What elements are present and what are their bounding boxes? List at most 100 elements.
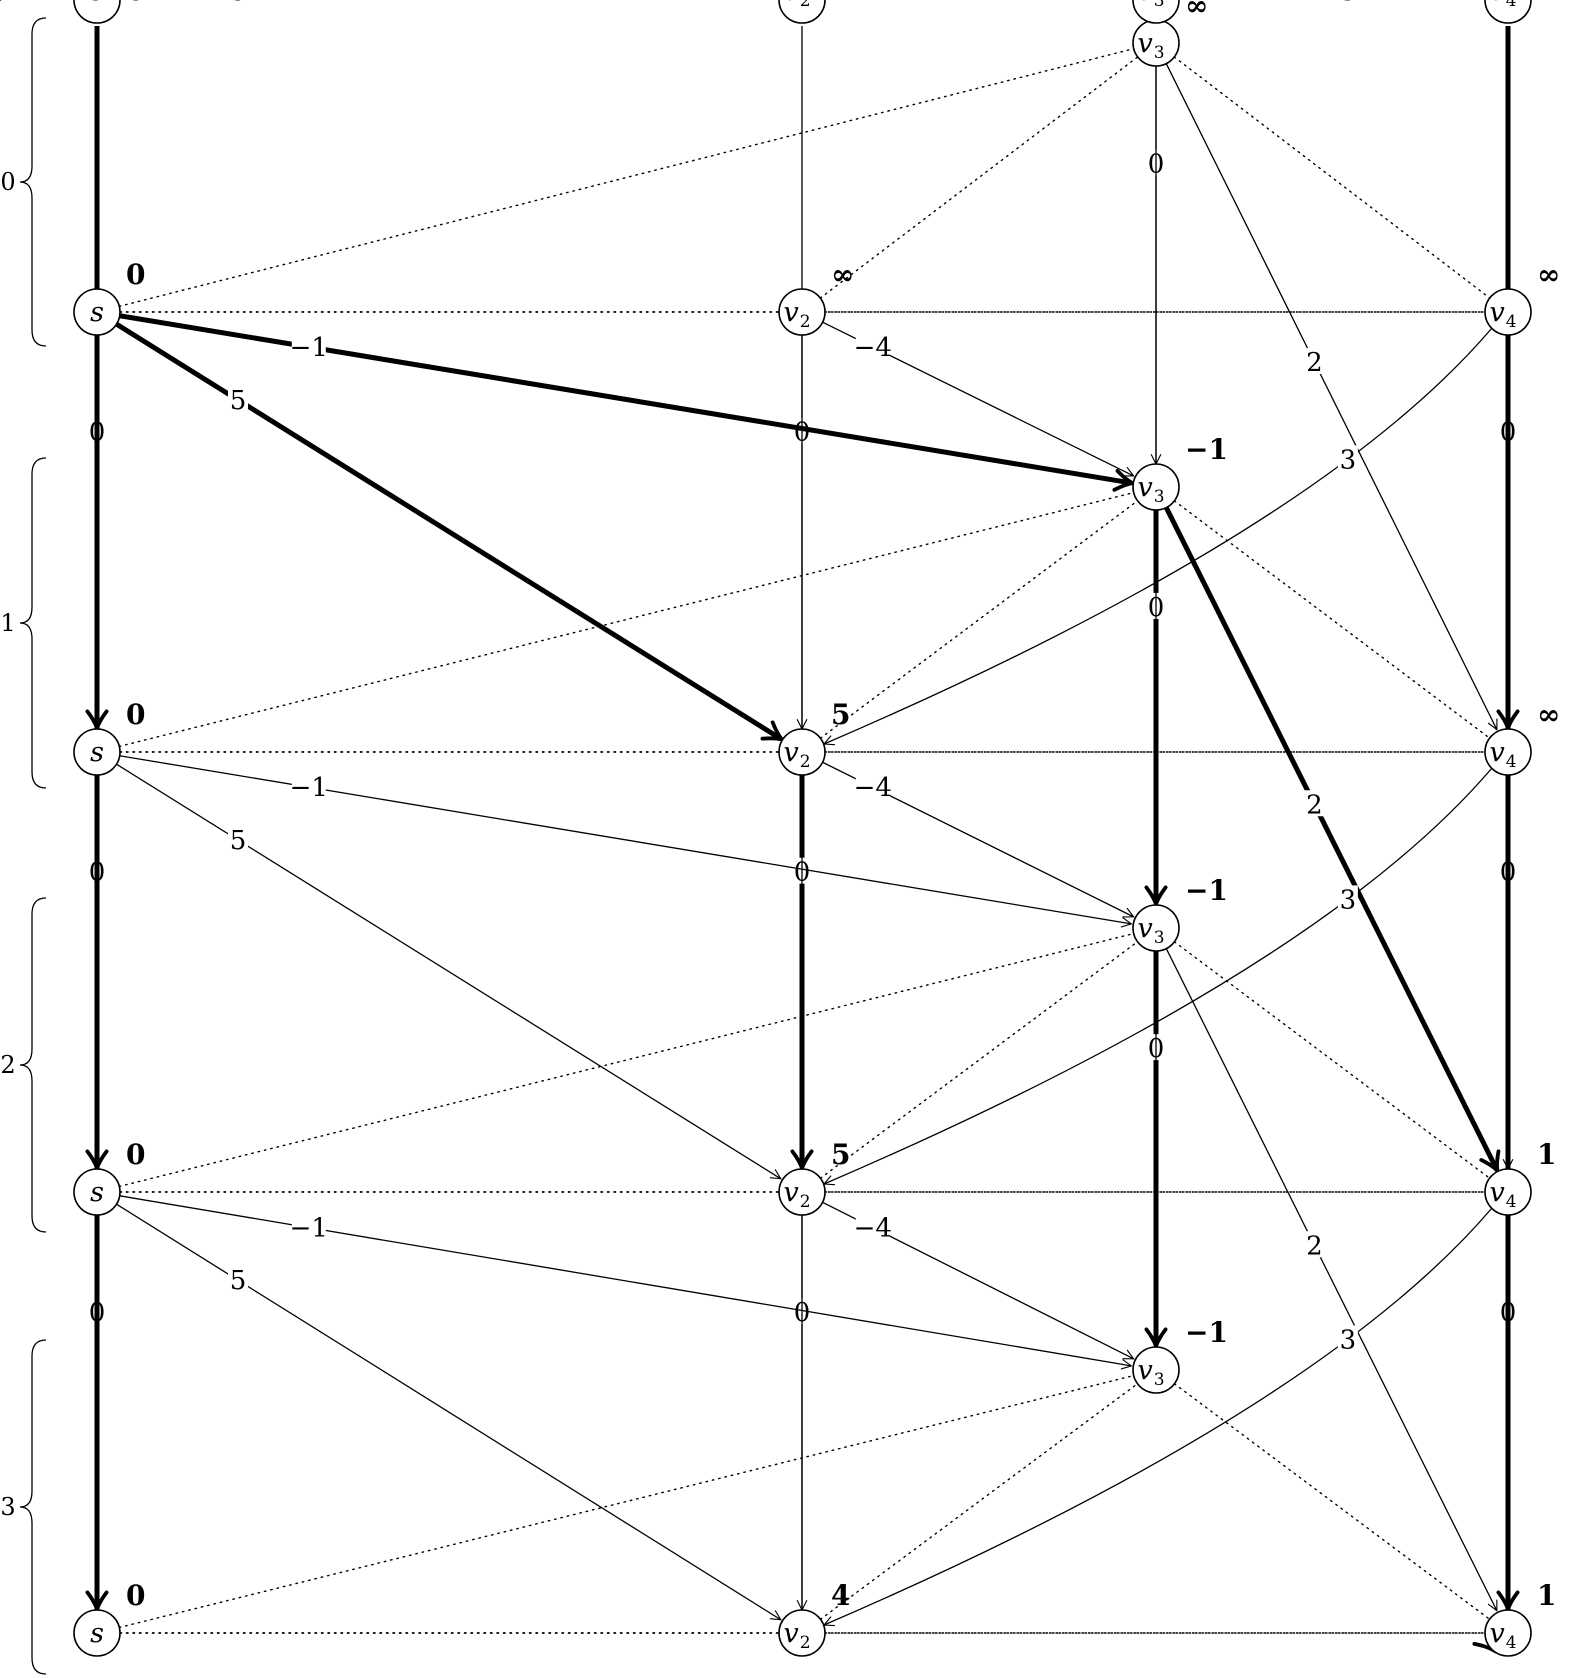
node-v3-level-4: v3: [1132, 0, 1180, 24]
dotted-edges: [0, 0, 1491, 1634]
node-v2-level-0: v2: [778, 288, 826, 336]
edge-weight-label: 5: [228, 826, 248, 856]
distance-label: 0: [126, 1579, 145, 1612]
node-v4-level-0: v4: [1484, 288, 1532, 336]
edge-weight-label: −4: [854, 773, 892, 803]
node-v2-level-3: v2: [778, 1609, 826, 1657]
cross-edge: [822, 1207, 1493, 1627]
distance-label: −1: [1185, 874, 1228, 907]
distance-label: −1: [1185, 0, 1228, 7]
distance-label: 5: [831, 698, 850, 731]
svg-text:−1: −1: [290, 333, 328, 363]
svg-text:2: 2: [1306, 1231, 1323, 1261]
layer-brace: [19, 17, 47, 347]
distance-label: 5: [831, 1138, 850, 1171]
svg-text:3: 3: [1340, 1325, 1357, 1355]
node-v4-level-2: v4: [1484, 1168, 1532, 1216]
node-v4-level-1: v4: [1484, 728, 1532, 776]
svg-text:v4: v4: [1489, 0, 1516, 11]
cross-edge: [115, 322, 781, 739]
svg-text:−4: −4: [854, 333, 892, 363]
level-connection: [819, 941, 1139, 1179]
cross-edge: [119, 1195, 1133, 1370]
edge-weight-label: −1: [290, 1213, 328, 1244]
svg-text:−1: −1: [290, 773, 328, 803]
level-connection: [1173, 56, 1491, 299]
distance-label: 4: [831, 1579, 850, 1612]
layer-label: 1: [0, 609, 15, 637]
svg-text:2: 2: [1306, 790, 1323, 820]
vertices: s0v2∞v3∞v4∞s0v25v3−1v4∞s0v25v3−1v41s0v24…: [73, 0, 1560, 1657]
cross-edge: [1165, 63, 1498, 731]
distance-label: 1: [1537, 1138, 1556, 1171]
svg-text:v2: v2: [783, 1618, 810, 1653]
edge-weight-label: −4: [854, 1213, 892, 1244]
edge-weight-label: 2: [1304, 348, 1325, 378]
svg-text:v4: v4: [1489, 1618, 1516, 1653]
distance-label: ∞: [831, 258, 854, 291]
level-connection: [819, 1383, 1139, 1620]
level-connection: [118, 932, 1135, 1188]
edge-weight-label: −1: [290, 773, 328, 803]
node-v2-level-2: v2: [778, 1168, 826, 1216]
svg-text:v3: v3: [1137, 1355, 1164, 1390]
node-s-level-4: s: [73, 0, 121, 24]
svg-text:v3: v3: [1137, 913, 1164, 948]
distance-label: 0: [126, 698, 145, 731]
distance-label: 0: [126, 1138, 145, 1171]
svg-text:v3: v3: [1137, 0, 1164, 11]
layer-label: 3: [0, 1493, 15, 1521]
svg-text:s: s: [90, 297, 104, 328]
edge-weight-label: 2: [1304, 790, 1325, 820]
edge-weight-label: −4: [854, 0, 892, 26]
edge-weight-label: 5: [228, 1266, 248, 1296]
svg-text:3: 3: [1340, 0, 1357, 7]
svg-text:s: s: [90, 1177, 104, 1208]
node-v4-level-3: v4: [1484, 1609, 1532, 1657]
edge-weight-label: 5: [228, 386, 248, 416]
weighted-edges: 00000000000000005−1−4235−1−4235−1−4235−1…: [0, 0, 1518, 1656]
level-connection: [118, 1374, 1135, 1629]
distance-label: ∞: [1537, 698, 1560, 731]
node-v3-level-3: v3: [1132, 1346, 1180, 1394]
cross-edge: [822, 767, 1493, 1186]
edge-weight-label: 2: [1304, 1231, 1325, 1261]
level-connection: [819, 500, 1139, 739]
layer-brace: [19, 457, 47, 789]
svg-text:5: 5: [230, 0, 247, 7]
distance-label: −1: [1185, 1316, 1228, 1349]
level-connection: [1173, 1383, 1491, 1620]
distance-label: 0: [126, 258, 145, 291]
svg-text:3: 3: [1340, 885, 1357, 915]
svg-text:2: 2: [1306, 348, 1323, 378]
distance-label: 4: [831, 0, 850, 7]
edge-weight-label: −1: [290, 333, 328, 363]
svg-text:v2: v2: [783, 1177, 810, 1212]
level-connection: [118, 47, 1135, 308]
edge-weight-label: −1: [290, 0, 328, 26]
node-v3-level-2: v3: [1132, 904, 1180, 952]
svg-text:s: s: [90, 1618, 104, 1649]
distance-label: ∞: [1185, 0, 1208, 22]
distance-label: −1: [1185, 433, 1228, 466]
cross-edge: [116, 1203, 782, 1621]
svg-text:s: s: [90, 737, 104, 768]
cross-edge: [1165, 948, 1498, 1612]
cross-edge: [119, 755, 1133, 928]
node-v4-level-4: v4: [1484, 0, 1532, 24]
distance-label: 0: [126, 0, 145, 7]
distance-label: 1: [1537, 0, 1556, 7]
cross-edge: [116, 763, 782, 1180]
svg-text:v2: v2: [783, 297, 810, 332]
svg-text:v3: v3: [1137, 472, 1164, 507]
svg-text:−4: −4: [854, 1214, 892, 1244]
svg-text:5: 5: [230, 386, 247, 416]
node-v3-level-1: v3: [1132, 463, 1180, 511]
node-v2-level-1: v2: [778, 728, 826, 776]
cross-edge: [119, 313, 1132, 483]
svg-text:−4: −4: [854, 773, 892, 803]
layer-label: 2: [0, 1051, 15, 1079]
node-s-level-1: s: [73, 728, 121, 776]
distance-label: 1: [1537, 1579, 1556, 1612]
